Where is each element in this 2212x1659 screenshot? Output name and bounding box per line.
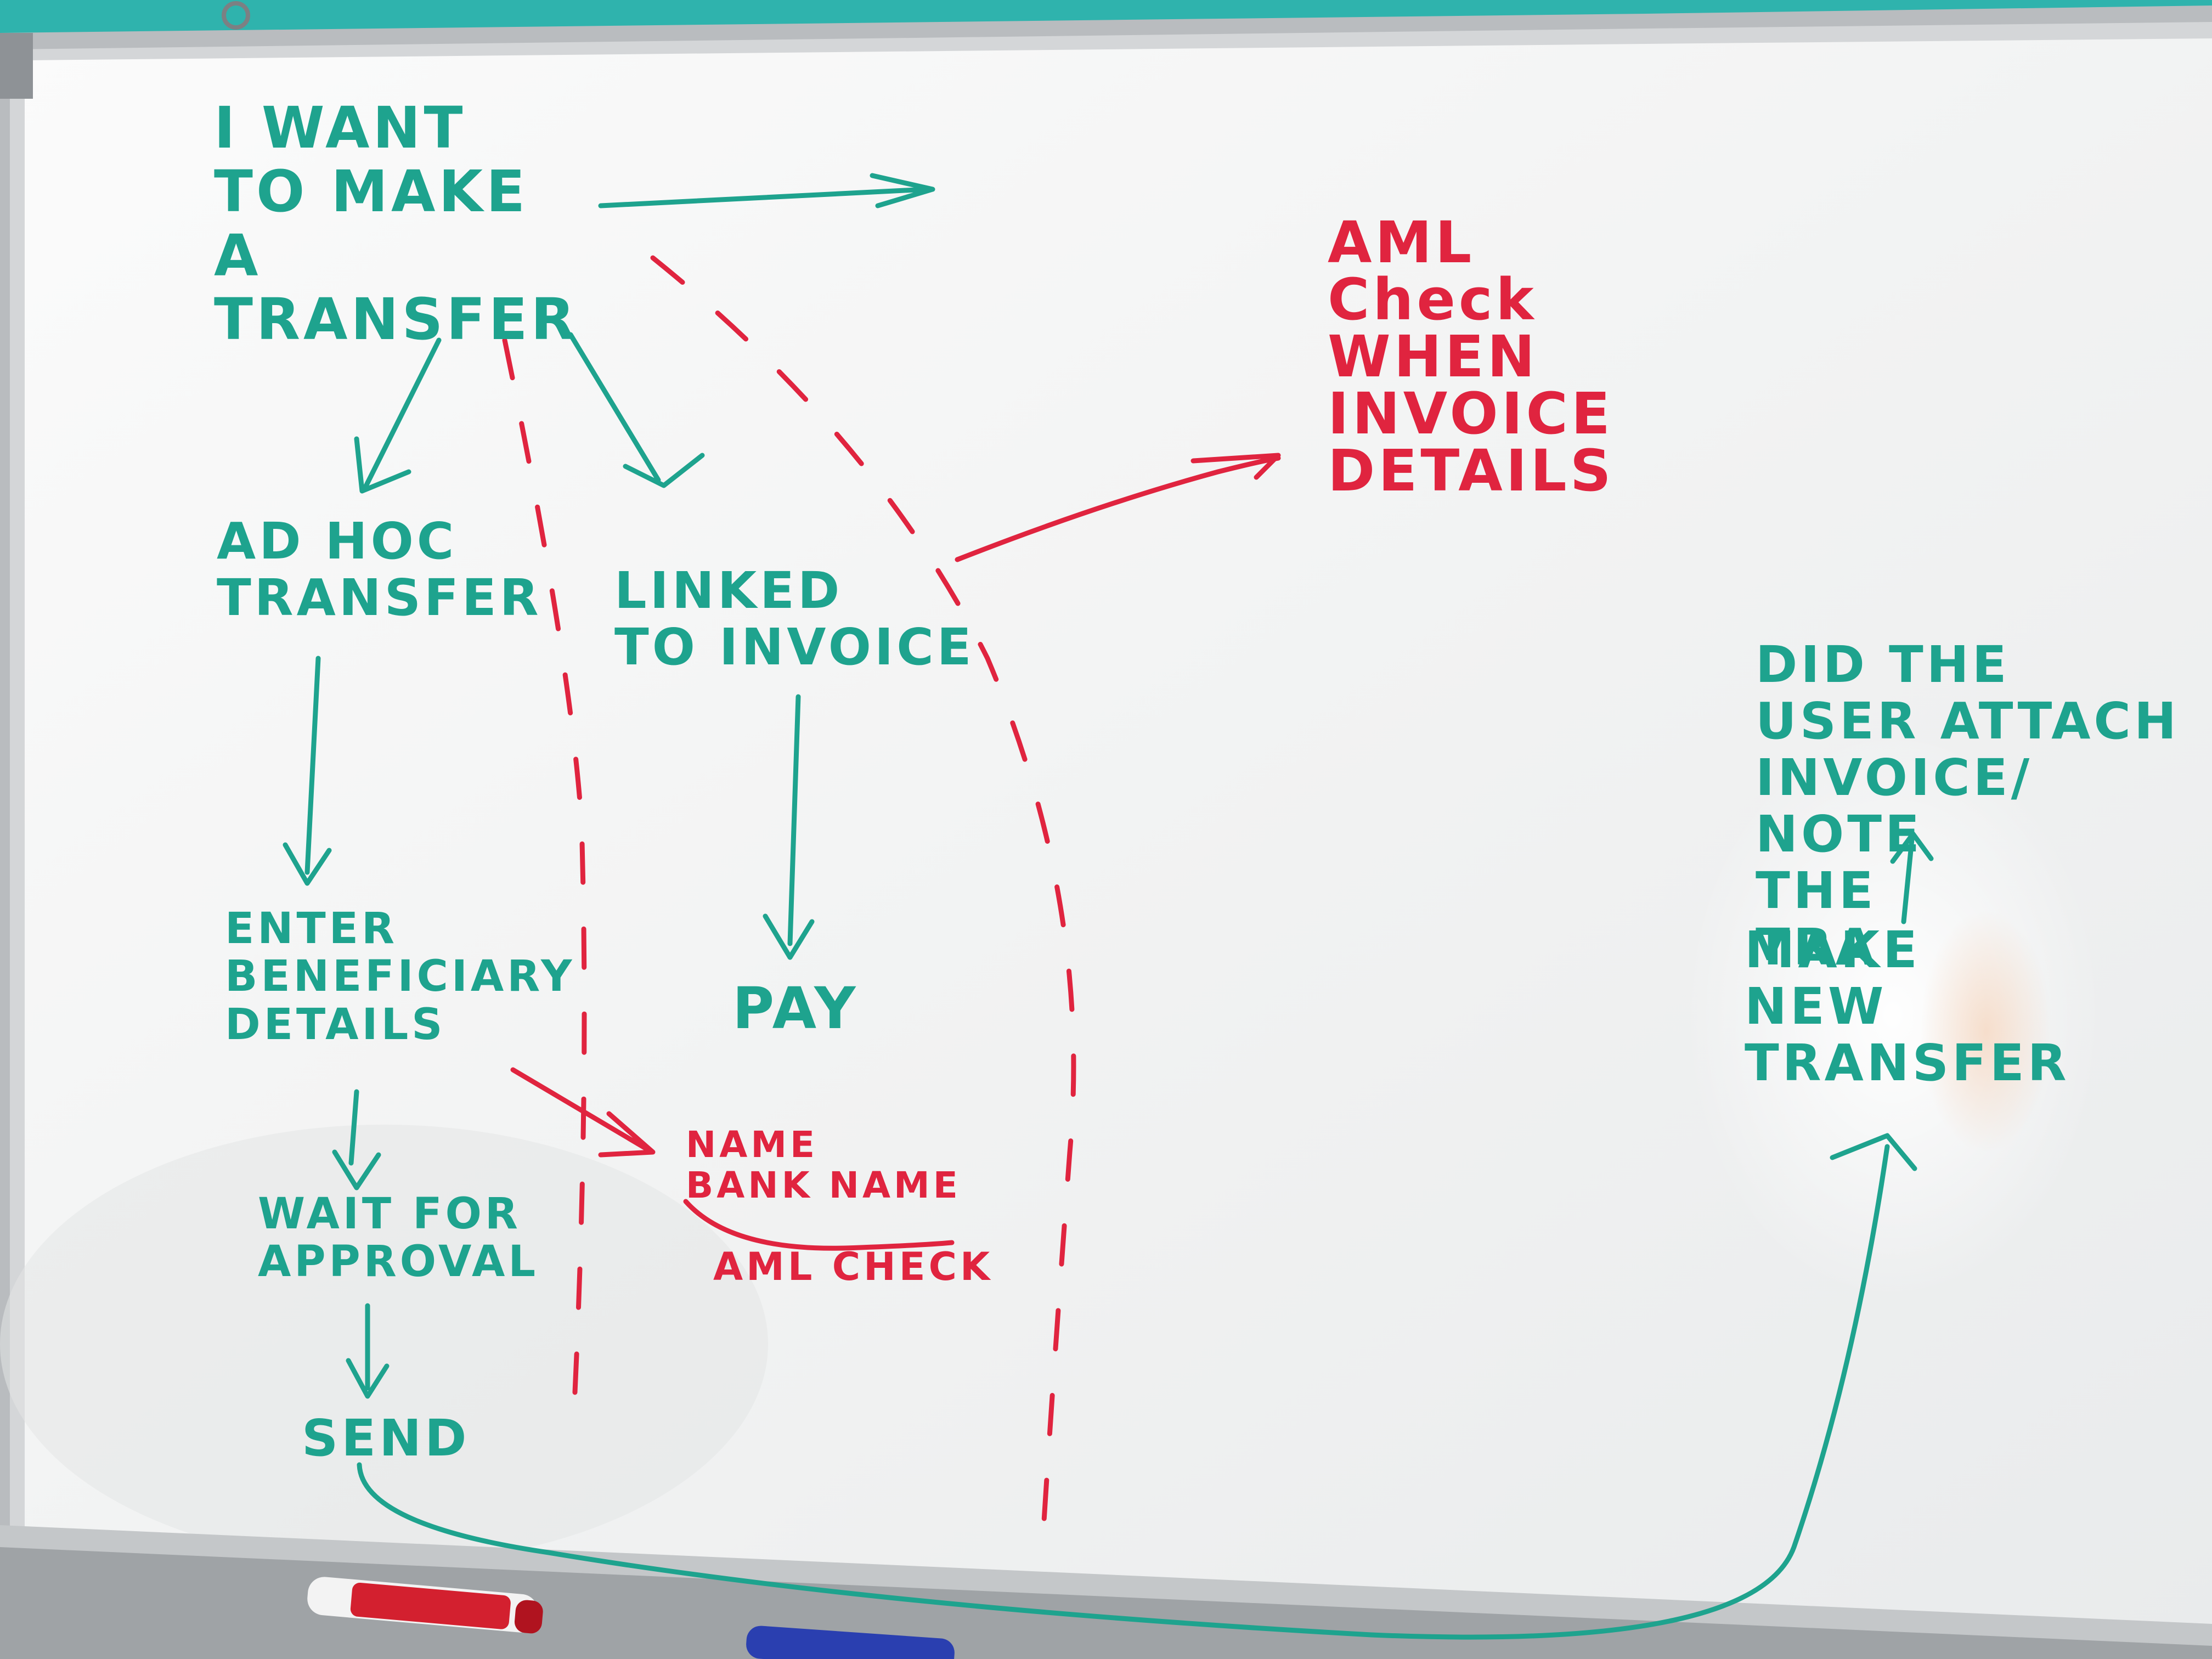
note-did-user-attach-invoice: DID THE USER ATTACH INVOICE/ NOTE THE TR… xyxy=(1756,635,2180,977)
hanging-hook-icon xyxy=(222,1,250,30)
arrow-beneficiary-to-bankname xyxy=(510,1067,656,1158)
arrow-linked-to-aml xyxy=(955,453,1281,562)
warm-reflection xyxy=(1920,911,2052,1152)
blue-marker-icon[interactable] xyxy=(745,1625,955,1659)
arrow-new-transfer-to-question xyxy=(1890,831,1934,924)
arrow-to-linked xyxy=(568,332,705,488)
arrow-adhoc-to-enter xyxy=(283,656,332,886)
note-name-bank-name: NAME BANK NAME xyxy=(686,1124,961,1206)
frame-clamp xyxy=(0,33,33,99)
note-send: SEND xyxy=(302,1409,470,1468)
arrow-wait-to-send xyxy=(346,1303,390,1399)
note-start-transfer: I WANT TO MAKE A TRANSFER xyxy=(214,94,578,353)
note-aml-check: AML CHECK xyxy=(713,1244,994,1289)
marker-tray-lip xyxy=(0,1547,2212,1659)
red-marker-icon[interactable] xyxy=(306,1576,544,1634)
note-ad-hoc-transfer: AD HOC TRANSFER xyxy=(217,512,542,628)
dashed-line-right xyxy=(650,255,1076,1550)
underline-bank-name xyxy=(683,1199,955,1251)
dashed-line-left xyxy=(502,337,587,1429)
arrow-linked-to-pay xyxy=(763,694,815,960)
note-wait-for-approval: WAIT FOR APPROVAL xyxy=(258,1189,539,1287)
note-pay: PAY xyxy=(732,975,859,1042)
note-linked-to-invoice: LINKED TO INVOICE xyxy=(614,561,975,677)
arrow-enter-to-wait xyxy=(332,1089,381,1190)
glare xyxy=(1684,730,2101,1300)
note-aml-check-when-invoice-details: AML Check WHEN INVOICE DETAILS xyxy=(1328,209,1615,504)
note-enter-beneficiary-details: ENTER BENEFICIARY DETAILS xyxy=(225,904,575,1049)
arrow-start-right xyxy=(598,173,935,208)
smudge xyxy=(0,1125,768,1564)
arrow-send-to-new-transfer xyxy=(357,1133,1917,1640)
arrow-to-adhoc xyxy=(354,337,442,494)
note-make-new-transfer: MAKE NEW TRANSFER xyxy=(1745,921,2070,1093)
